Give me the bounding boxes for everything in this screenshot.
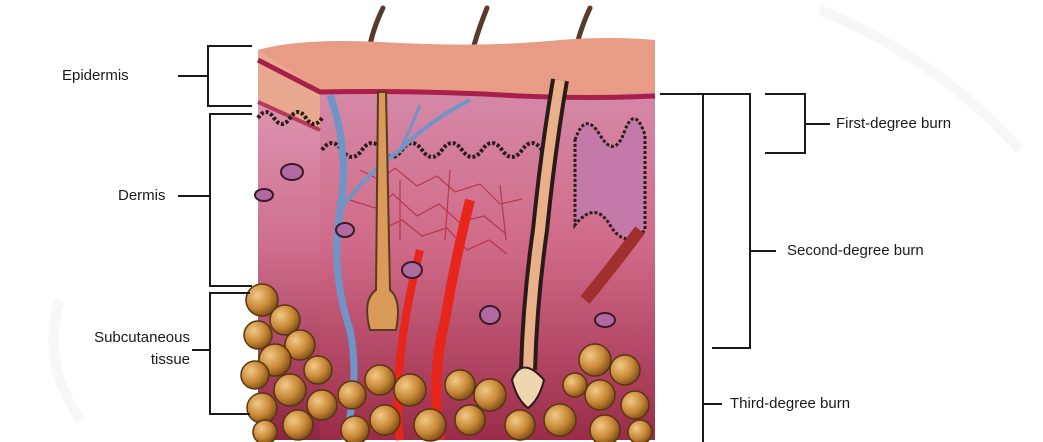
label-subcutaneous-line2: tissue — [12, 350, 190, 370]
bracket-subcutaneous — [210, 293, 250, 414]
bracket-dermis — [210, 114, 252, 286]
right-brackets — [660, 94, 830, 442]
bracket-epidermis — [208, 46, 252, 106]
bracket-first-degree — [765, 94, 805, 153]
label-third-degree-burn: Third-degree burn — [730, 394, 850, 414]
label-second-degree-burn: Second-degree burn — [787, 241, 924, 261]
bracket-second-degree — [660, 94, 750, 348]
label-subcutaneous-line1: Subcutaneous — [12, 328, 190, 348]
epidermis-top — [258, 38, 655, 95]
bracket-third-degree — [703, 94, 710, 442]
label-epidermis: Epidermis — [62, 66, 129, 86]
label-dermis: Dermis — [118, 186, 166, 206]
label-first-degree-burn: First-degree burn — [836, 114, 951, 134]
